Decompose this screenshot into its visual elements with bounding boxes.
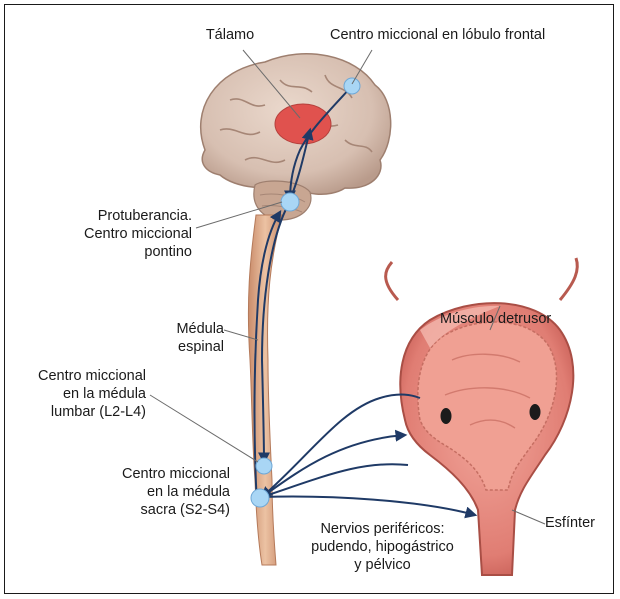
label-centro-lumbar-line1: Centro miccional	[16, 367, 146, 385]
label-nervios-perifericos: Nervios periféricos: pudendo, hipogástri…	[300, 520, 465, 574]
label-centro-sacro: Centro miccional en la médula sacra (S2-…	[100, 465, 230, 519]
label-medula-line2: espinal	[150, 338, 224, 356]
label-nervios-line3: y pélvico	[300, 556, 465, 574]
label-musculo-detrusor: Músculo detrusor	[440, 310, 551, 328]
label-centro-sacro-line3: sacra (S2-S4)	[100, 501, 230, 519]
label-centro-lumbar-line2: en la médula	[16, 385, 146, 403]
thalamus	[275, 104, 331, 144]
label-centro-lumbar-line3: lumbar (L2-L4)	[16, 403, 146, 421]
label-protuberancia-line1: Protuberancia.	[50, 207, 192, 225]
spinal-cord	[248, 215, 282, 565]
label-protuberancia-line2: Centro miccional	[50, 225, 192, 243]
label-medula-espinal: Médula espinal	[150, 320, 224, 356]
label-nervios-line2: pudendo, hipogástrico	[300, 538, 465, 556]
label-medula-line1: Médula	[150, 320, 224, 338]
label-nervios-line1: Nervios periféricos:	[300, 520, 465, 538]
label-talamo: Tálamo	[180, 26, 280, 44]
label-centro-frontal: Centro miccional en lóbulo frontal	[330, 26, 545, 44]
label-centro-sacro-line2: en la médula	[100, 483, 230, 501]
label-esfinter: Esfínter	[545, 514, 595, 532]
label-centro-lumbar: Centro miccional en la médula lumbar (L2…	[16, 367, 146, 421]
sacral-center-node	[251, 489, 269, 507]
frontal-center-node	[344, 78, 360, 94]
label-protuberancia: Protuberancia. Centro miccional pontino	[50, 207, 192, 261]
pontine-center-node	[281, 193, 299, 211]
lumbar-center-node	[256, 458, 272, 474]
label-centro-sacro-line1: Centro miccional	[100, 465, 230, 483]
label-protuberancia-line3: pontino	[50, 243, 192, 261]
